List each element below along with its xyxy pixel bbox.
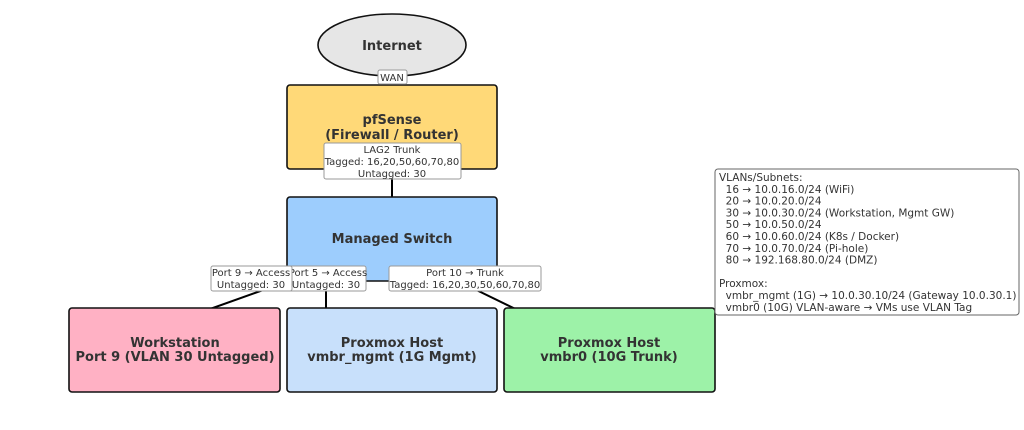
switch-label: Managed Switch (332, 232, 453, 247)
internet-label: Internet (362, 39, 422, 54)
port9-label-line2: Untagged: 30 (217, 280, 285, 291)
workstation-box (68, 307, 281, 393)
legend-line: 80 → 192.168.80.0/24 (DMZ) (719, 255, 877, 267)
port5-label-line1: Port 5 → Access (289, 268, 367, 279)
legend-line: 60 → 10.0.60.0/24 (K8s / Docker) (719, 231, 899, 243)
edge-label-lag: LAG2 Trunk Tagged: 16,20,50,60,70,80 Unt… (323, 142, 462, 180)
port10-label-line1: Port 10 → Trunk (426, 268, 504, 279)
proxmox-mgmt-subtitle: vmbr_mgmt (1G Mgmt) (307, 350, 477, 365)
proxmox-trunk-title: Proxmox Host (558, 336, 660, 351)
legend-line: 30 → 10.0.30.0/24 (Workstation, Mgmt GW) (719, 207, 954, 219)
proxmox-mgmt-title: Proxmox Host (341, 336, 443, 351)
wan-label: WAN (380, 73, 404, 84)
legend-line: 50 → 10.0.50.0/24 (719, 219, 822, 231)
legend-box: VLANs/Subnets: 16 → 10.0.16.0/24 (WiFi) … (714, 168, 1020, 316)
workstation-title: Workstation (130, 336, 219, 351)
edge-label-port5: Port 5 → Access Untagged: 30 (279, 265, 367, 292)
node-proxmox-trunk: Proxmox Host vmbr0 (10G Trunk) (503, 307, 716, 393)
node-internet: Internet (317, 13, 467, 77)
legend-line: 20 → 10.0.20.0/24 (719, 196, 822, 208)
node-proxmox-mgmt: Proxmox Host vmbr_mgmt (1G Mgmt) (286, 307, 498, 393)
port10-label-line2: Tagged: 16,20,30,50,60,70,80 (389, 280, 540, 291)
legend-line: VLANs/Subnets: (719, 172, 803, 184)
port9-label-line1: Port 9 → Access (212, 268, 290, 279)
edge-label-port10: Port 10 → Trunk Tagged: 16,20,30,50,60,7… (388, 265, 542, 292)
legend-line: 70 → 10.0.70.0/24 (Pi-hole) (719, 243, 868, 255)
pfsense-title: pfSense (363, 113, 422, 128)
proxmox-trunk-box (503, 307, 716, 393)
node-workstation: Workstation Port 9 (VLAN 30 Untagged) (68, 307, 281, 393)
proxmox-trunk-subtitle: vmbr0 (10G Trunk) (540, 350, 677, 365)
workstation-subtitle: Port 9 (VLAN 30 Untagged) (75, 350, 274, 365)
edge-label-port9: Port 9 → Access Untagged: 30 (210, 265, 293, 292)
pfsense-subtitle: (Firewall / Router) (325, 128, 459, 143)
lag-label-line3: Untagged: 30 (358, 169, 426, 180)
legend-line: 16 → 10.0.16.0/24 (WiFi) (719, 184, 854, 196)
port5-label-line2: Untagged: 30 (292, 280, 360, 291)
legend-line: vmbr0 (10G) VLAN-aware → VMs use VLAN Ta… (719, 302, 972, 314)
lag-label-line2: Tagged: 16,20,50,60,70,80 (324, 157, 460, 168)
legend-line: Proxmox: (719, 278, 768, 290)
edge-label-wan: WAN (377, 69, 408, 85)
lag-label-line1: LAG2 Trunk (364, 145, 421, 156)
legend-line: vmbr_mgmt (1G) → 10.0.30.10/24 (Gateway … (719, 290, 1016, 302)
node-managed-switch: Managed Switch (286, 196, 498, 282)
proxmox-mgmt-box (286, 307, 498, 393)
